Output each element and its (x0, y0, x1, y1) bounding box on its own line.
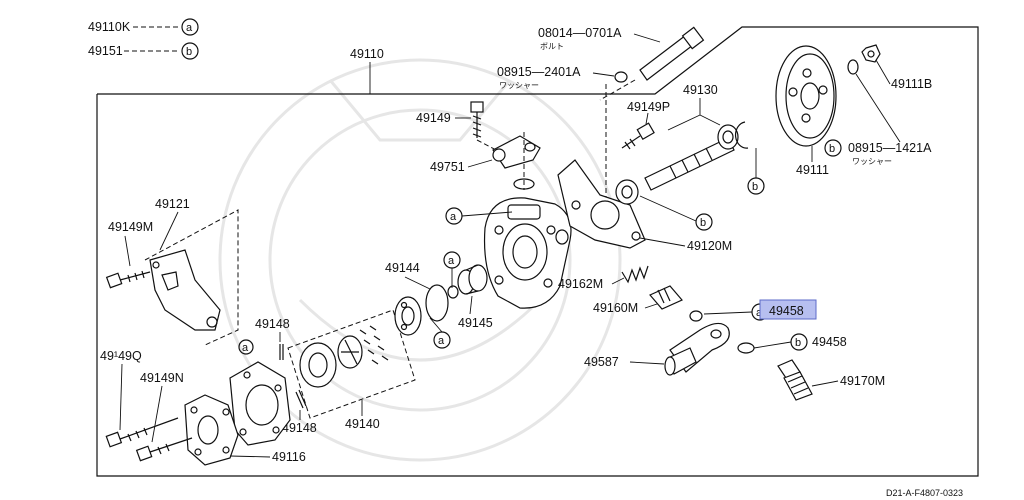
callout-49458-highlighted[interactable]: 49458 (769, 304, 804, 318)
callout-bolt-top: 08014—0701A (538, 26, 622, 40)
callout-49111: 49111 (796, 163, 829, 177)
bolt-49149-group: 49149 (416, 101, 501, 153)
union-bolt-49170M: 49170M (777, 359, 885, 401)
cartridge-49140-group: 49140 (287, 309, 416, 431)
pump-body (483, 197, 572, 309)
mark-b-body: b (700, 217, 706, 229)
callout-49111B: 49111B (891, 77, 932, 91)
pins-49148: 49148 49148 (255, 317, 317, 435)
callout-49587: 49587 (584, 355, 619, 369)
drawing-number: D21-A-F4807-0323 (886, 488, 963, 498)
callout-49149N: 49149N (140, 371, 184, 385)
callout-49149Q: 49¹49Q (100, 349, 142, 363)
highlight-49458[interactable] (759, 299, 817, 320)
mark-b-washer: b (795, 337, 801, 349)
legend: 49110K a 49151 b (88, 18, 199, 60)
callout-49116: 49116 (272, 450, 306, 464)
mark-b-pulley: b (829, 143, 835, 155)
cover-49116-group: a 49116 (184, 339, 306, 466)
callout-49170M: 49170M (840, 374, 885, 388)
shaft-49130-group: 49130 (615, 83, 749, 205)
mark-a-body: a (450, 211, 457, 223)
top-bolt-group: 08014—0701A ボルト 08915—2401A ワッシャー (497, 26, 705, 200)
callout-49149P: 49149P (627, 100, 670, 114)
b-marks: b b (639, 148, 765, 231)
valve-49145-group: a 49145 (443, 251, 493, 330)
watermark-emblem (218, 58, 622, 462)
mark-b-clip: b (752, 181, 758, 193)
a-mark-body: a (445, 207, 513, 225)
bracket-49120M: 49120M (557, 159, 732, 253)
callout-49149: 49149 (416, 111, 451, 125)
callout-washer-right: 08915—1421A (848, 141, 932, 155)
valve-rod-49160M-group: 49160M (593, 285, 683, 315)
callout-49130: 49130 (683, 83, 718, 97)
callout-49148-top: 49148 (255, 317, 290, 331)
callout-49140: 49140 (345, 417, 380, 431)
legend-mark-a: a (186, 22, 193, 34)
spring-49162M-group: 49162M (558, 265, 649, 291)
mark-a-valve: a (448, 255, 455, 267)
union-group: 49587 a 49458 b 49458 (584, 299, 847, 376)
callout-49120M: 49120M (687, 239, 732, 253)
legend-part-b: 49151 (88, 44, 123, 58)
callout-49160M: 49160M (593, 301, 638, 315)
callout-49458-lower: 49458 (812, 335, 847, 349)
callout-washer-top: 08915—2401A (497, 65, 581, 79)
legend-mark-b: b (186, 46, 192, 58)
mark-a-ring: a (438, 335, 445, 347)
callout-49144: 49144 (385, 261, 420, 275)
left-bolts: 49¹49Q 49149N (100, 349, 193, 462)
callout-49110: 49110 (350, 47, 384, 61)
callout-bolt-top-sub: ボルト (540, 42, 564, 51)
legend-part-a: 49110K (88, 20, 131, 34)
callout-washer-top-sub: ワッシャー (499, 81, 539, 90)
callout-49162M: 49162M (558, 277, 603, 291)
assembly-frame: 49110 (96, 26, 979, 477)
pulley-49111: 49111 49111B 08915—1421A ワッシャー b (775, 44, 932, 177)
callout-washer-right-sub: ワッシャー (852, 157, 892, 166)
fitting-49751-group: 49751 (430, 132, 541, 190)
bracket-49121-group: 49121 49149M (105, 197, 239, 346)
callout-49121: 49121 (155, 197, 190, 211)
callout-49751: 49751 (430, 160, 465, 174)
callout-49148-bottom: 49148 (282, 421, 317, 435)
bolt-49149P-group: 49149P (621, 100, 670, 150)
callout-49149M: 49149M (108, 220, 153, 234)
callout-49145: 49145 (458, 316, 493, 330)
ring-49144-group: 49144 a (385, 261, 451, 349)
mark-a-cover: a (242, 342, 249, 354)
